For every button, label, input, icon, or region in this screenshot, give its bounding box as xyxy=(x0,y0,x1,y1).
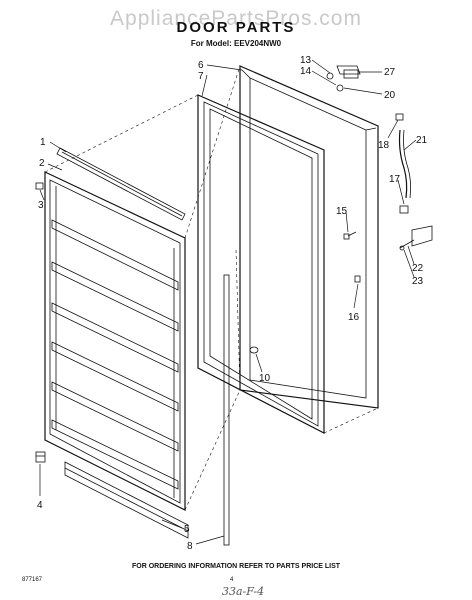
callout-5: 5 xyxy=(184,524,190,535)
door-handle xyxy=(398,129,412,199)
ordering-note: FOR ORDERING INFORMATION REFER TO PARTS … xyxy=(131,563,341,570)
callout-4: 4 xyxy=(37,500,43,511)
callout-17: 17 xyxy=(389,174,401,185)
callout-1: 1 xyxy=(40,137,46,148)
callout-2: 2 xyxy=(39,158,45,169)
bottom-trim xyxy=(64,461,189,539)
callout-18: 18 xyxy=(378,140,390,151)
page-title: DOOR PARTS xyxy=(176,19,296,36)
callout-23: 23 xyxy=(412,276,424,287)
handle-clip-lower xyxy=(399,205,409,214)
door-screw xyxy=(343,231,357,240)
handle-clip-upper xyxy=(395,113,404,121)
callout-labels: 1 2 3 4 5 6 7 8 10 13 14 15 16 17 18 20 … xyxy=(37,55,428,552)
callout-20: 20 xyxy=(384,90,396,101)
door-inner-liner xyxy=(44,171,186,511)
callout-21: 21 xyxy=(416,135,428,146)
breaker-strip xyxy=(223,274,230,546)
model-label: For Model: EEV204NW0 xyxy=(190,39,282,48)
callout-27: 27 xyxy=(384,67,396,78)
page-number: 4 xyxy=(230,577,234,583)
latch-screw xyxy=(354,275,361,283)
callout-6: 6 xyxy=(198,60,204,71)
door-outer-panel xyxy=(239,65,379,409)
callout-10: 10 xyxy=(259,373,271,384)
document-number: 877167 xyxy=(22,577,43,583)
callout-7: 7 xyxy=(198,71,204,82)
callout-14: 14 xyxy=(300,66,312,77)
callout-16: 16 xyxy=(348,312,360,323)
door-stop-button xyxy=(249,346,259,354)
liner-top-trim xyxy=(56,147,186,221)
callout-22: 22 xyxy=(412,263,424,274)
callout-8: 8 xyxy=(187,541,193,552)
door-latch xyxy=(399,225,433,251)
callout-15: 15 xyxy=(336,206,348,217)
callout-13: 13 xyxy=(300,55,312,66)
leader-lines xyxy=(39,59,417,545)
callout-3: 3 xyxy=(38,200,44,211)
handwritten-note: 33a-F-4 xyxy=(222,585,265,598)
site-watermark: AppliancePartsPros.com xyxy=(110,7,362,30)
alignment-lines xyxy=(44,65,379,511)
spacer-block xyxy=(35,451,46,463)
hinge-clip xyxy=(35,182,44,190)
top-hinge-assembly xyxy=(326,65,361,92)
